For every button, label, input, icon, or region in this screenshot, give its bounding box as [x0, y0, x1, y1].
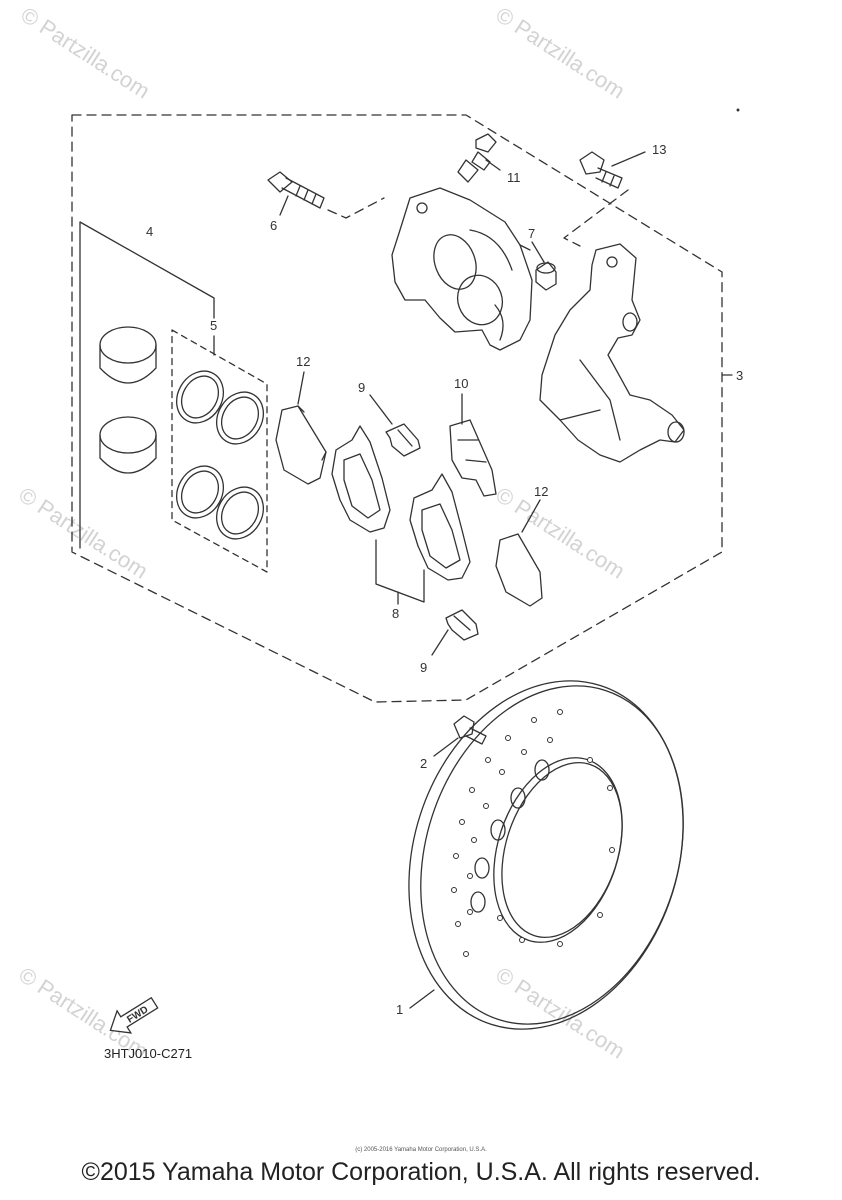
pad-spring	[385, 423, 421, 457]
pin-bolt	[267, 171, 325, 209]
callout-5: 5	[210, 318, 217, 333]
pad-shim	[495, 533, 543, 607]
pad-support	[449, 419, 497, 497]
brake-disc	[408, 680, 684, 1030]
leader-9-bottom	[431, 629, 449, 656]
leader-7	[531, 241, 545, 263]
callout-3: 3	[736, 368, 743, 383]
copyright-notice: ©2015 Yamaha Motor Corporation, U.S.A. A…	[81, 1158, 761, 1186]
callout-11: 11	[507, 170, 521, 185]
brake-pad	[409, 473, 471, 581]
leader-9-top	[369, 394, 393, 425]
callout-13: 13	[652, 142, 666, 157]
assembly-outline	[71, 114, 723, 703]
leader-12-right	[521, 499, 541, 533]
leader-2	[433, 737, 459, 757]
callout-8: 8	[392, 606, 399, 621]
callout-12a: 12	[296, 354, 310, 369]
small-print: (c) 2005-2016 Yamaha Motor Corporation, …	[355, 1147, 487, 1153]
stray-mark	[736, 108, 740, 112]
brake-pad	[331, 425, 391, 533]
bushing	[535, 261, 557, 291]
caliper-piston	[99, 416, 157, 474]
pad-spring	[445, 609, 479, 641]
caliper-piston	[99, 326, 157, 384]
leader-11	[485, 159, 501, 171]
callout-2: 2	[420, 756, 427, 771]
bracket-pistons	[79, 221, 215, 549]
leader-1	[409, 989, 435, 1009]
bracket-8	[375, 539, 425, 603]
callout-9a: 9	[358, 380, 365, 395]
leader-12-left	[297, 371, 305, 405]
piston-seal	[175, 370, 265, 540]
forward-arrow-icon: FWD	[100, 992, 170, 1043]
leader-13-dashed	[563, 189, 629, 247]
callout-7: 7	[528, 226, 535, 241]
diagram-code: 3HTJ010-C271	[104, 1046, 193, 1061]
pad-shim	[275, 405, 327, 485]
caliper-bracket	[539, 243, 685, 463]
caliper-body	[391, 187, 533, 351]
callout-4: 4	[146, 224, 153, 239]
callout-10: 10	[454, 376, 468, 391]
callout-1: 1	[396, 1002, 403, 1017]
bleed-screw	[457, 133, 497, 183]
bracket-bolt	[579, 151, 623, 189]
leader-13	[611, 151, 646, 167]
callout-9b: 9	[420, 660, 427, 675]
leader-6-dashed	[327, 197, 385, 219]
bracket-seals	[171, 329, 268, 573]
callout-6: 6	[270, 218, 277, 233]
leader-6	[279, 195, 289, 216]
callout-12b: 12	[534, 484, 548, 499]
